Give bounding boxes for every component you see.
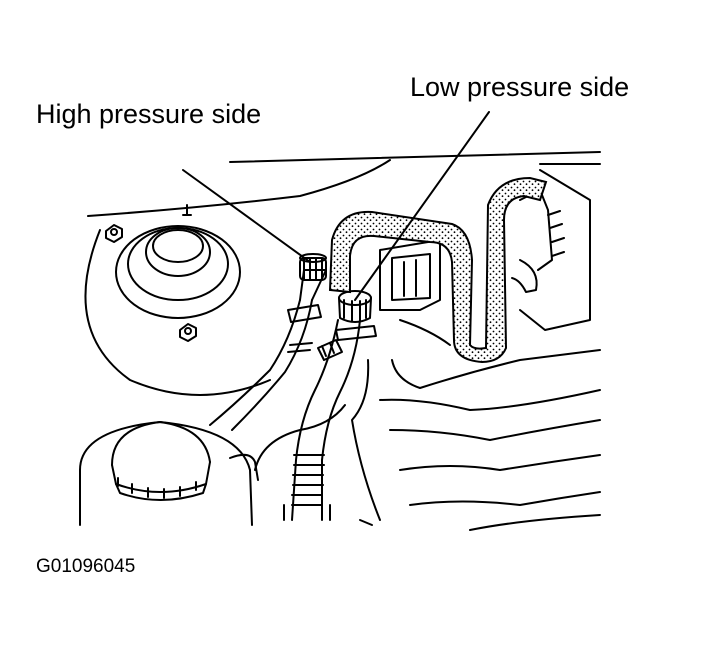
stud xyxy=(182,204,192,216)
low-pressure-line xyxy=(283,319,361,521)
compressor-bracket xyxy=(379,239,441,311)
low-pressure-service-valve xyxy=(335,290,377,341)
intake-manifold xyxy=(351,349,601,531)
high-pressure-service-valve xyxy=(299,253,327,281)
low-pressure-label: Low pressure side xyxy=(410,72,630,102)
strut-bolt xyxy=(179,323,197,342)
reservoir-neck xyxy=(229,453,259,481)
strut-bolt xyxy=(105,224,123,243)
valve-fitting xyxy=(317,339,343,361)
harness-wire xyxy=(254,404,346,471)
fender-line xyxy=(87,159,391,217)
high-pressure-label: High pressure side xyxy=(36,99,262,129)
reservoir-cap xyxy=(79,421,253,526)
strut-tower xyxy=(84,225,271,396)
hood-edge-line xyxy=(229,151,601,163)
figure-id: G01096045 xyxy=(36,556,136,577)
bracket-line xyxy=(399,319,451,346)
leader-line-high xyxy=(182,169,311,263)
low-pressure-hose xyxy=(328,176,548,364)
leader-line-low xyxy=(354,111,490,301)
